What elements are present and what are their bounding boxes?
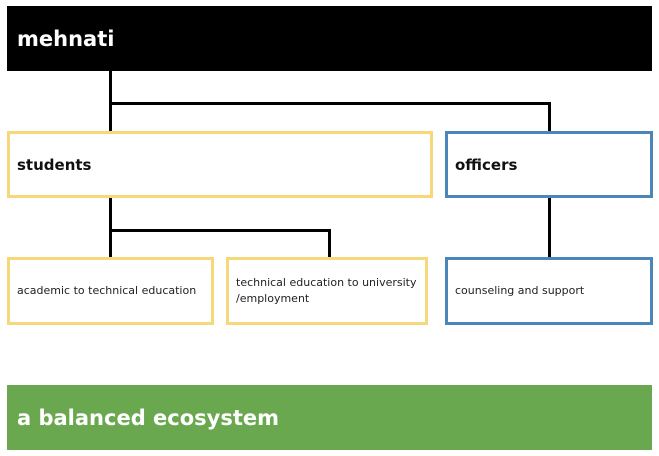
connector-root-horizontal xyxy=(109,102,551,105)
outcome-label: a balanced ecosystem xyxy=(17,405,280,430)
child-label: technical education to university /emplo… xyxy=(236,276,417,305)
branch-node-students: students xyxy=(7,131,433,198)
connector-students-horizontal xyxy=(109,229,331,232)
child-label: academic to technical education xyxy=(17,284,197,297)
root-node-mehnati: mehnati xyxy=(7,6,652,71)
outcome-node: a balanced ecosystem xyxy=(7,385,652,450)
child-node-technical-to-university: technical education to university /emplo… xyxy=(226,257,428,325)
root-label: mehnati xyxy=(17,26,115,51)
connector-students-child2-down xyxy=(328,229,331,258)
branch-label-students: students xyxy=(17,155,92,174)
child-node-counseling-support: counseling and support xyxy=(445,257,653,325)
branch-node-officers: officers xyxy=(445,131,653,198)
connector-root-down xyxy=(109,71,112,132)
branch-label-officers: officers xyxy=(455,155,518,174)
connector-officers-down xyxy=(548,102,551,132)
connector-students-down xyxy=(109,198,112,258)
connector-officers-child-down xyxy=(548,198,551,258)
child-label: counseling and support xyxy=(455,284,585,297)
child-node-academic-to-technical: academic to technical education xyxy=(7,257,214,325)
